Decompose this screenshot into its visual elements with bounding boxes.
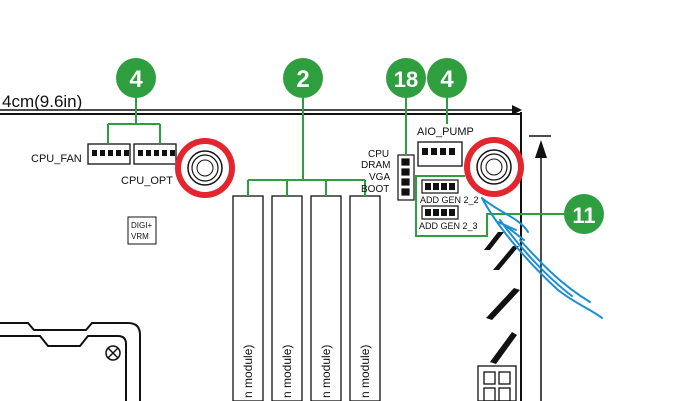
cpu-opt-label: CPU_OPT: [121, 175, 173, 187]
badge-fan-number: 4: [129, 66, 143, 93]
dimension-line: [0, 105, 551, 401]
cpu-socket: [0, 322, 141, 401]
badge-argb: 11: [564, 194, 604, 234]
dimm-leader-line: [247, 95, 366, 196]
dimm-slot-label-b2: n module): [358, 345, 372, 398]
digi-vrm-label-line2: VRM: [131, 232, 149, 241]
add-gen-2-3-label: ADD GEN 2_3: [419, 221, 478, 231]
badge-pump: 4: [427, 58, 467, 98]
fan-leader-line: [107, 95, 161, 143]
cpu-opt-connector: [133, 143, 177, 165]
argb-leader-line: [415, 175, 566, 237]
hand-drawn-annotation: [481, 197, 603, 319]
q-led-dram-label: DRAM: [361, 160, 390, 171]
cpu-fan-label: CPU_FAN: [31, 153, 82, 165]
badge-dimm-number: 2: [296, 66, 309, 93]
badge-qled-number: 18: [394, 67, 418, 92]
badge-qled: 18: [386, 58, 426, 98]
q-led-boot-label: BOOT: [361, 184, 389, 195]
aio-pump-connector: [417, 141, 463, 167]
digi-vrm-chip: [127, 216, 157, 245]
badge-fan: 4: [116, 58, 156, 98]
mounting-hole-right: [464, 137, 524, 197]
rog-stripe-graphic: [484, 232, 520, 364]
add-gen-2-2-header: [421, 179, 459, 194]
aio-pump-label: AIO_PUMP: [417, 126, 474, 138]
add-gen-2-2-label: ADD GEN 2_2: [420, 195, 479, 205]
q-led-block: [397, 154, 415, 201]
digi-vrm-label-line1: DIGI+: [131, 221, 152, 230]
dimm-slot-label-a2: n module): [280, 345, 294, 398]
dimm-slot-label-a1: n module): [241, 345, 255, 398]
badge-argb-number: 11: [572, 203, 595, 228]
cpu-fan-connector: [87, 143, 131, 165]
badge-pump-number: 4: [440, 66, 454, 93]
q-led-cpu-label: CPU: [368, 149, 389, 160]
dimm-slot-label-b1: n module): [319, 345, 333, 398]
dimension-label: 4cm(9.6in): [2, 92, 82, 111]
mounting-hole-left: [175, 138, 235, 198]
q-led-vga-label: VGA: [369, 172, 390, 183]
badge-dimm: 2: [283, 58, 323, 98]
add-gen-2-3-header: [421, 205, 459, 220]
cpu-power-connector: [477, 365, 517, 401]
